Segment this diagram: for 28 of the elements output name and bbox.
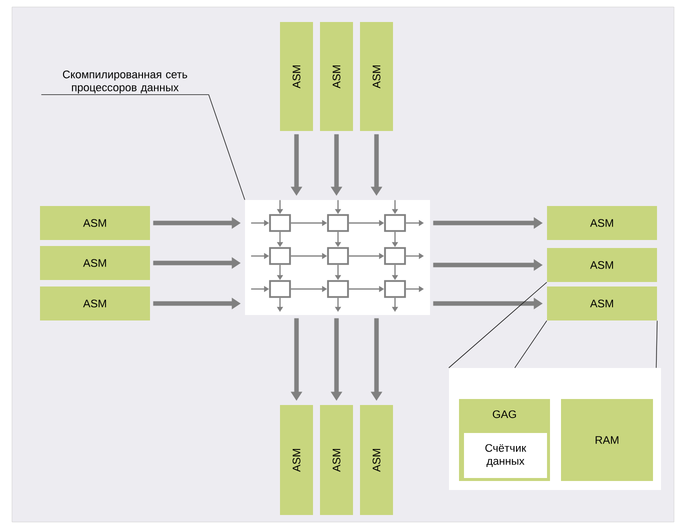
asm-block: ASM: [280, 22, 313, 131]
processor-cell: [327, 214, 349, 232]
asm-block: ASM: [320, 405, 353, 515]
processor-cell: [384, 247, 406, 265]
processor-cell: [384, 214, 406, 232]
processor-cell: [327, 280, 349, 298]
asm-block: ASM: [360, 22, 393, 131]
asm-block: ASM: [280, 405, 313, 515]
asm-block: ASM: [40, 246, 150, 280]
asm-block: ASM: [320, 22, 353, 131]
processor-cell: [269, 214, 291, 232]
leader-line: [514, 320, 548, 368]
processor-cell: [269, 280, 291, 298]
leader-line: [448, 282, 548, 368]
counter-box: Счётчик данных: [464, 433, 547, 478]
asm-block: ASM: [547, 286, 657, 320]
processor-cell: [384, 280, 406, 298]
asm-block: ASM: [40, 206, 150, 240]
ram-block: RAM: [561, 399, 653, 481]
asm-block: ASM: [360, 405, 393, 515]
callout-label: Скомпилированная сеть процессоров данных: [62, 70, 188, 94]
asm-block: ASM: [40, 286, 150, 320]
processor-cell: [269, 247, 291, 265]
leader-line: [40, 94, 246, 200]
leader-line: [656, 320, 658, 368]
asm-block: ASM: [547, 248, 657, 282]
processor-cell: [327, 247, 349, 265]
asm-block: ASM: [547, 206, 657, 240]
